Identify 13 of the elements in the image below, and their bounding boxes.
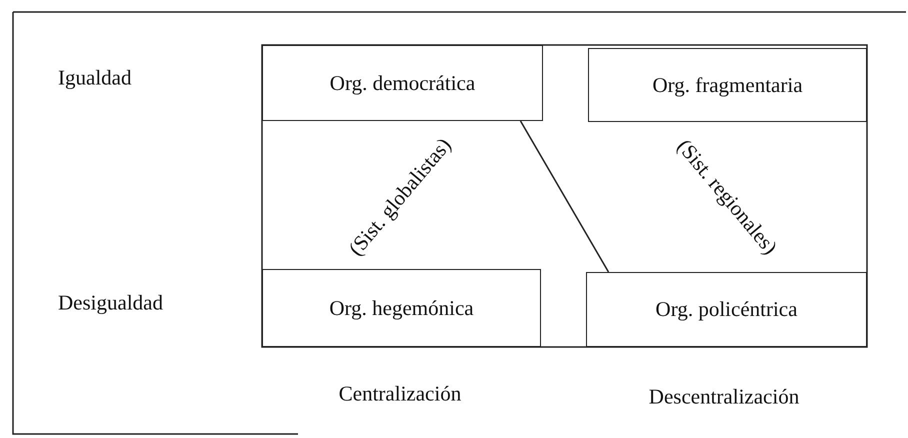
box-label: Org. hegemónica [329,296,474,320]
row-label: Desigualdad [58,290,163,316]
column-label: Centralización [338,382,462,406]
category-box [588,48,867,122]
column-label: Descentralización [648,384,800,410]
category-box [262,45,543,121]
box-label: Org. policéntrica [656,297,798,322]
category-box [586,272,867,347]
box-label: Org. democrática [330,70,476,96]
connector-line [520,120,610,272]
row-label: Igualdad [58,66,132,90]
box-label: Org. fragmentaria [652,72,803,98]
category-box [262,269,541,347]
